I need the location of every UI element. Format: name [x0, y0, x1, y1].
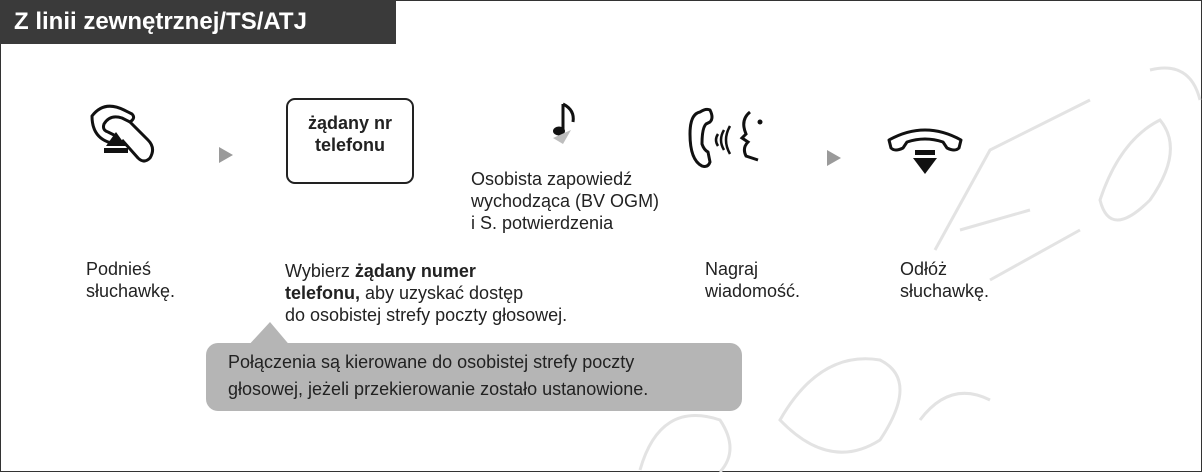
- right-arrow-icon: [219, 147, 233, 163]
- record-line-2: wiadomość.: [705, 281, 801, 301]
- note-line-2: głosowej, jeżeli przekierowanie zostało …: [228, 379, 649, 399]
- record-caption: Nagraj wiadomość.: [705, 258, 800, 302]
- lift-line-1: Podnieś: [86, 259, 152, 279]
- callout-pointer: [246, 322, 292, 348]
- handset-hang-up-icon: [887, 128, 963, 174]
- destination-number-key: żądany nr telefonu: [286, 98, 414, 184]
- dial-caption: Wybierz żądany numer telefonu, aby uzysk…: [285, 260, 567, 326]
- dial-line-3: do osobistej strefy poczty głosowej.: [285, 305, 568, 325]
- dial-bold-2: telefonu,: [285, 283, 360, 303]
- right-arrow-icon: [827, 150, 841, 166]
- forwarding-note-text: Połączenia są kierowane do osobistej str…: [228, 349, 738, 403]
- handset-lift-up-icon: [90, 104, 155, 163]
- hangup-line-1: Odłóż: [900, 259, 948, 279]
- greeting-line-3: i S. potwierdzenia: [471, 213, 614, 233]
- greeting-description: Osobista zapowiedź wychodząca (BV OGM) i…: [471, 168, 659, 234]
- dial-rest-2: aby uzyskać dostęp: [360, 283, 524, 303]
- forwarding-note: [206, 343, 742, 411]
- hangup-caption: Odłóż słuchawkę.: [900, 258, 989, 302]
- note-line-1: Połączenia są kierowane do osobistej str…: [228, 352, 635, 372]
- key-line-1: żądany nr: [307, 113, 393, 133]
- dial-bold-1: żądany numer: [354, 261, 476, 281]
- lift-line-2: słuchawkę.: [86, 281, 176, 301]
- greeting-line-2: wychodząca (BV OGM): [471, 191, 660, 211]
- key-line-2: telefonu: [315, 135, 385, 155]
- dial-pre: Wybierz: [285, 261, 355, 281]
- speaking-head-icon: [688, 107, 763, 168]
- record-line-1: Nagraj: [705, 259, 759, 279]
- hangup-line-2: słuchawkę.: [900, 281, 990, 301]
- music-note-icon: [553, 102, 575, 144]
- lift-caption: Podnieś słuchawkę.: [86, 258, 175, 302]
- greeting-line-1: Osobista zapowiedź: [471, 169, 633, 189]
- section-title: Z linii zewnętrznej/TS/ATJ: [0, 0, 396, 44]
